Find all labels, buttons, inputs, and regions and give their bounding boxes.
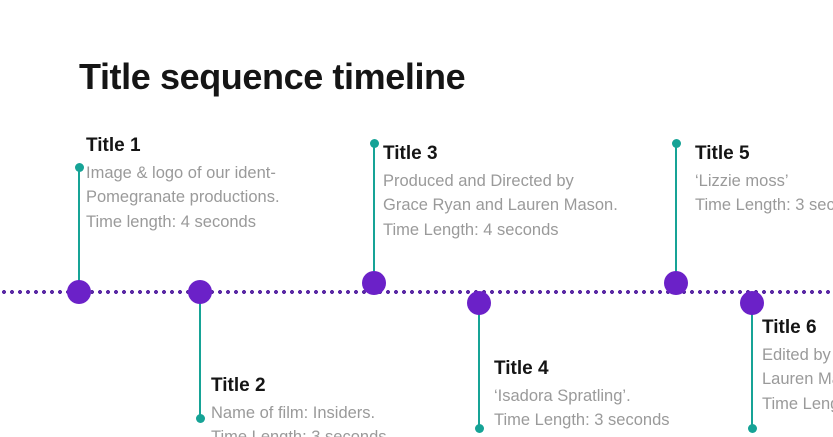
entry-title-4: Title 4 ‘Isadora Spratling’. Time Length… bbox=[494, 357, 670, 433]
entry-line: Lauren Mason. bbox=[762, 370, 833, 389]
entry-line: Time Length: 3 seconds bbox=[211, 425, 387, 437]
entry-line: Time Length: 4 seconds bbox=[383, 220, 559, 239]
entry-title-1: Title 1 Image & logo of our ident- Pomeg… bbox=[86, 134, 280, 234]
entry-line: ‘Isadora Spratling’. bbox=[494, 386, 631, 405]
connector-stem bbox=[751, 303, 753, 428]
timeline-marker-dot[interactable] bbox=[664, 271, 688, 295]
entry-line: Time Length: 3 seconds bbox=[494, 411, 670, 430]
connector-stem bbox=[373, 143, 375, 283]
entry-title-2: Title 2 Name of film: Insiders. Time Len… bbox=[211, 374, 387, 437]
entry-line: Time length: 4 seconds bbox=[86, 212, 256, 231]
entry-heading: Title 3 bbox=[383, 143, 438, 164]
entry-line: Image & logo of our ident- bbox=[86, 163, 276, 182]
entry-line: ‘Lizzie moss’ bbox=[695, 171, 789, 190]
entry-heading: Title 1 bbox=[86, 135, 141, 156]
timeline-marker-dot[interactable] bbox=[362, 271, 386, 295]
entry-line: Time Length: 3 seconds bbox=[695, 196, 833, 215]
timeline-marker-dot[interactable] bbox=[67, 280, 91, 304]
entry-title-6: Title 6 Edited by Lauren Mason. Time Len… bbox=[762, 316, 833, 416]
timeline-marker-dot[interactable] bbox=[188, 280, 212, 304]
entry-line: Pomegranate productions. bbox=[86, 188, 280, 207]
stem-end-dot bbox=[474, 424, 484, 433]
connector-stem bbox=[199, 292, 201, 418]
stem-end-dot bbox=[671, 139, 681, 148]
entry-heading: Title 4 bbox=[494, 358, 549, 379]
stem-end-dot bbox=[747, 424, 757, 433]
timeline-axis bbox=[0, 290, 833, 294]
connector-stem bbox=[675, 143, 677, 283]
entry-heading: Title 5 bbox=[695, 143, 750, 164]
stem-end-dot bbox=[74, 163, 84, 172]
timeline-marker-dot[interactable] bbox=[740, 291, 764, 315]
entry-title-5: Title 5 ‘Lizzie moss’ Time Length: 3 sec… bbox=[695, 142, 833, 218]
entry-line: Name of film: Insiders. bbox=[211, 403, 376, 422]
entry-line: Time Length: 3 seconds bbox=[762, 394, 833, 413]
entry-line: Produced and Directed by bbox=[383, 171, 574, 190]
timeline-marker-dot[interactable] bbox=[467, 291, 491, 315]
entry-line: Edited by bbox=[762, 345, 831, 364]
entry-title-3: Title 3 Produced and Directed by Grace R… bbox=[383, 142, 618, 242]
stem-end-dot bbox=[369, 139, 379, 148]
entry-heading: Title 2 bbox=[211, 375, 266, 396]
stem-end-dot bbox=[195, 414, 205, 423]
page-title: Title sequence timeline bbox=[79, 56, 466, 97]
entry-heading: Title 6 bbox=[762, 317, 817, 338]
connector-stem bbox=[78, 167, 80, 292]
entry-line: Grace Ryan and Lauren Mason. bbox=[383, 196, 618, 215]
connector-stem bbox=[478, 303, 480, 428]
